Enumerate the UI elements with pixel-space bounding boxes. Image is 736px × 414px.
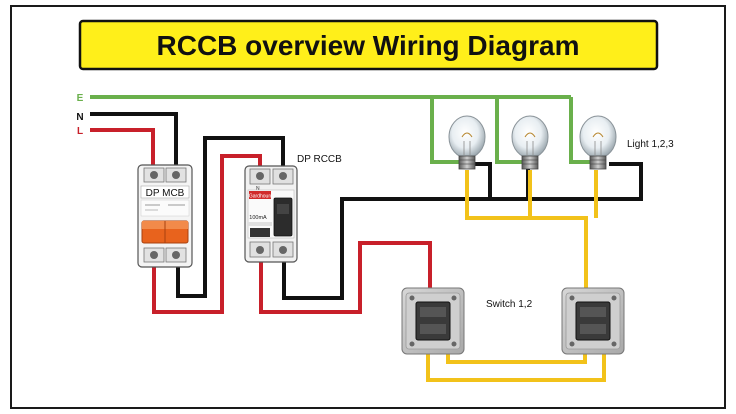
rccb-brand: Gardhoun bbox=[249, 194, 271, 200]
rccb-toggle[interactable] bbox=[273, 197, 293, 237]
mcb-label: DP MCB bbox=[146, 188, 185, 199]
diagram-title: RCCB overview Wiring Diagram bbox=[157, 30, 580, 61]
switches-label: Switch 1,2 bbox=[486, 299, 533, 310]
rccb-live-out bbox=[259, 241, 432, 314]
mcb-to-rccb-live bbox=[152, 154, 262, 314]
mcb-to-rccb-neutral bbox=[176, 136, 285, 298]
neutral-supply-wire bbox=[90, 112, 178, 170]
wires bbox=[90, 95, 643, 382]
switched-wire bbox=[426, 170, 606, 382]
earth-label: E bbox=[77, 93, 84, 104]
live-supply-wire bbox=[90, 128, 155, 170]
light-bulb-1 bbox=[448, 115, 486, 170]
dp-mcb[interactable]: DP MCB bbox=[137, 164, 193, 268]
dp-rccb[interactable]: N Gardhoun 100mA bbox=[244, 165, 298, 263]
live-label: L bbox=[77, 126, 83, 137]
switch-1[interactable] bbox=[401, 287, 465, 355]
title-banner: RCCB overview Wiring Diagram bbox=[78, 19, 659, 71]
neutral-label: N bbox=[76, 112, 83, 123]
switch-2[interactable] bbox=[561, 287, 625, 355]
light-bulb-2 bbox=[511, 115, 549, 170]
rccb-test-button[interactable] bbox=[250, 228, 270, 237]
rccb-label: DP RCCB bbox=[297, 154, 342, 165]
earth-wire bbox=[90, 95, 594, 164]
svg-text:N: N bbox=[256, 186, 260, 192]
light-bulb-3 bbox=[579, 115, 617, 170]
rccb-rating: 100mA bbox=[249, 215, 267, 221]
lights-label: Light 1,2,3 bbox=[627, 139, 674, 150]
